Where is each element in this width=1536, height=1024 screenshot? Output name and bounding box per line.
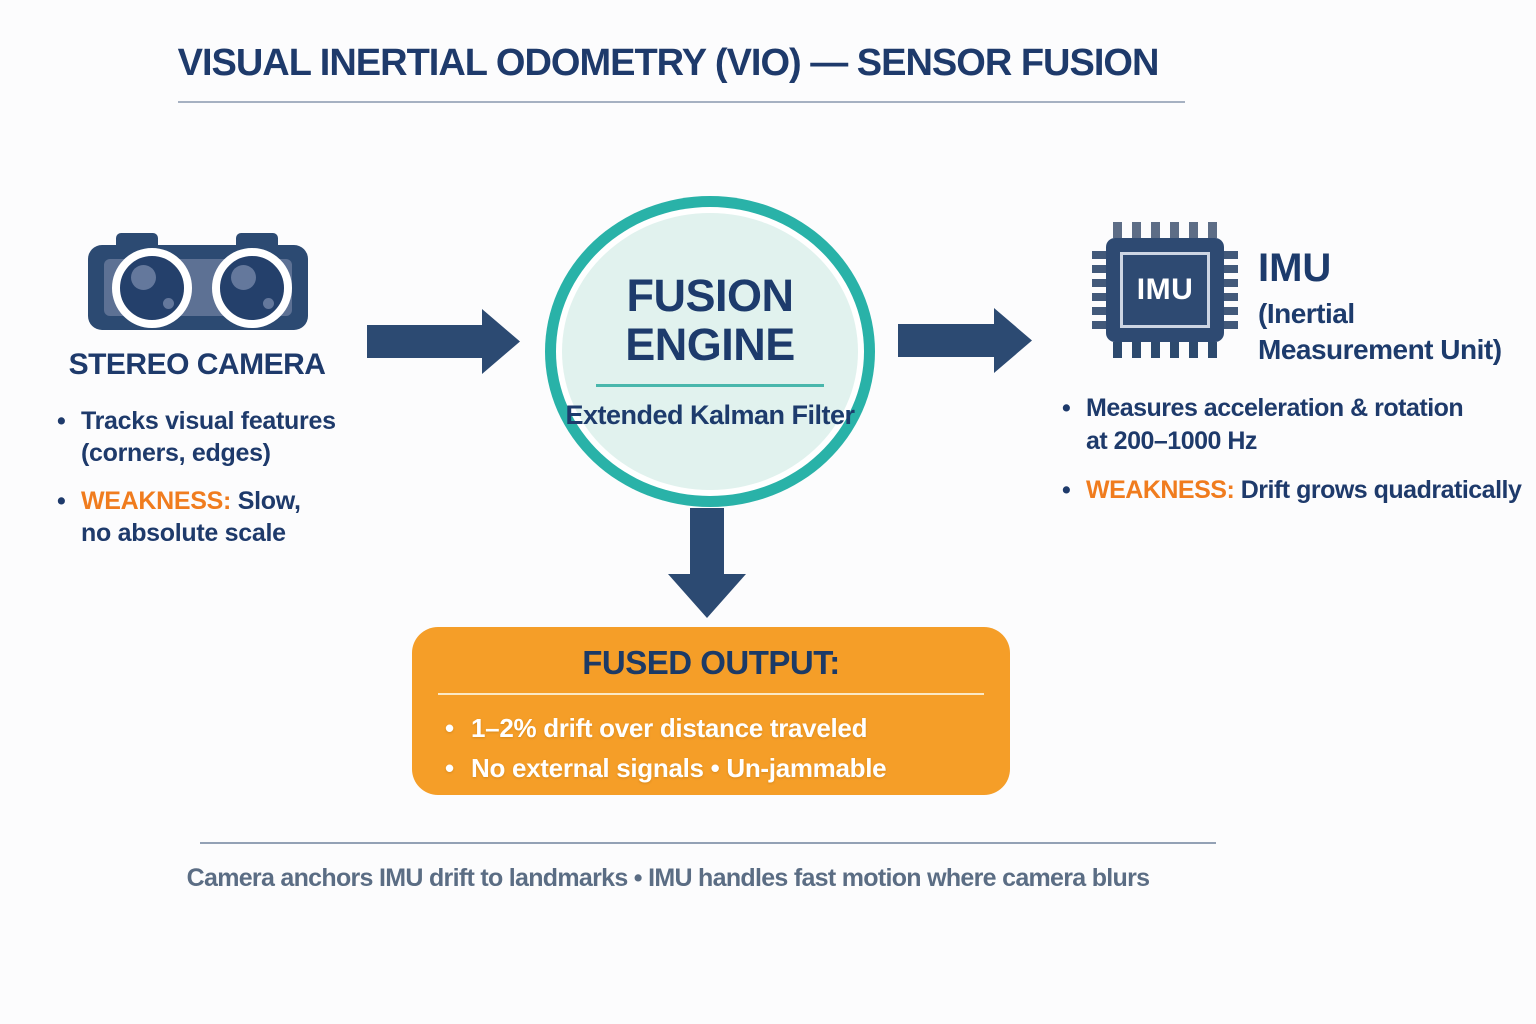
weakness-label: WEAKNESS: [1086, 476, 1235, 504]
weakness-label: WEAKNESS: [81, 487, 232, 515]
list-item: • WEAKNESS: Slow, no absolute scale [57, 485, 377, 549]
fused-output-box: FUSED OUTPUT: • 1–2% drift over distance… [412, 627, 1010, 795]
bullet-line: Tracks visual features [81, 407, 336, 435]
chip-body: IMU [1106, 238, 1224, 342]
fusion-title-line: ENGINE [625, 318, 795, 370]
bullet-line: Slow, [237, 487, 301, 515]
fused-output-bullet-list: • 1–2% drift over distance traveled • No… [445, 708, 1010, 788]
bullet-text: 1–2% drift over distance traveled [471, 713, 868, 743]
chip-inner-frame: IMU [1120, 252, 1210, 328]
imu-title: IMU [1258, 246, 1332, 290]
chip-label: IMU [1136, 273, 1194, 306]
camera-body [88, 245, 308, 330]
imu-subtitle-line: (Inertial [1258, 298, 1355, 329]
camera-bullet-list: • Tracks visual features (corners, edges… [57, 405, 377, 549]
stereo-camera-label: STEREO CAMERA [68, 348, 326, 381]
fusion-subtitle: Extended Kalman Filter [565, 400, 855, 431]
bullet-line: no absolute scale [81, 519, 286, 547]
camera-lens-right [212, 248, 292, 328]
fusion-ring: FUSION ENGINE Extended Kalman Filter [556, 207, 864, 496]
fusion-engine-title: FUSION ENGINE [625, 269, 795, 370]
chip-pins-bottom [1113, 342, 1217, 358]
chip-pins-left [1092, 251, 1106, 329]
title-underline [178, 101, 1185, 103]
list-item: • Tracks visual features (corners, edges… [57, 405, 377, 469]
fusion-divider [596, 384, 824, 388]
bullet-text: WEAKNESS: Slow, no absolute scale [81, 485, 301, 549]
bullet-text: No external signals • Un-jammable [471, 753, 887, 783]
fusion-circle-fill: FUSION ENGINE Extended Kalman Filter [562, 213, 858, 490]
lens-highlight [131, 265, 156, 290]
imu-chip-icon: IMU [1092, 222, 1238, 358]
bullet-icon: • [57, 407, 66, 435]
bullet-icon: • [445, 753, 454, 783]
chip-pins-top [1113, 222, 1217, 238]
bullet-line: Measures acceleration & rotation [1086, 394, 1464, 422]
arrow-right-icon [898, 308, 1032, 373]
lens-dot [163, 298, 174, 309]
footer-divider [200, 842, 1216, 844]
lens-dot [263, 298, 274, 309]
bullet-icon: • [1062, 476, 1071, 504]
bullet-icon: • [1062, 394, 1071, 422]
chip-pins-right [1224, 251, 1238, 329]
bullet-icon: • [57, 487, 66, 515]
list-item: • 1–2% drift over distance traveled [445, 708, 1010, 748]
bullet-text: WEAKNESS: Drift grows quadratically [1086, 474, 1522, 507]
page-title: VISUAL INERTIAL ODOMETRY (VIO) — SENSOR … [177, 42, 1160, 84]
fusion-engine-node: FUSION ENGINE Extended Kalman Filter [545, 196, 875, 507]
arrow-right-icon [367, 309, 520, 374]
arrow-down-icon [668, 508, 746, 618]
footer-note: Camera anchors IMU drift to landmarks • … [186, 864, 1150, 892]
bullet-text: Measures acceleration & rotation at 200–… [1086, 392, 1464, 458]
bullet-line: Drift grows quadratically [1240, 476, 1522, 504]
stereo-camera-icon [88, 233, 308, 330]
list-item: • No external signals • Un-jammable [445, 748, 1010, 788]
bullet-text: Tracks visual features (corners, edges) [81, 405, 336, 469]
fusion-title-line: FUSION [626, 269, 794, 321]
bullet-line: (corners, edges) [81, 439, 271, 467]
bullet-icon: • [445, 713, 454, 743]
list-item: • Measures acceleration & rotation at 20… [1062, 392, 1536, 458]
list-item: • WEAKNESS: Drift grows quadratically [1062, 474, 1536, 507]
imu-subtitle-line: Measurement Unit) [1258, 334, 1502, 365]
fused-output-divider [438, 693, 984, 695]
bullet-line: at 200–1000 Hz [1086, 427, 1257, 455]
fused-output-title: FUSED OUTPUT: [582, 644, 840, 681]
imu-bullet-list: • Measures acceleration & rotation at 20… [1062, 392, 1536, 507]
lens-highlight [231, 265, 256, 290]
camera-lens-left [112, 248, 192, 328]
imu-subtitle: (Inertial Measurement Unit) [1258, 296, 1502, 368]
